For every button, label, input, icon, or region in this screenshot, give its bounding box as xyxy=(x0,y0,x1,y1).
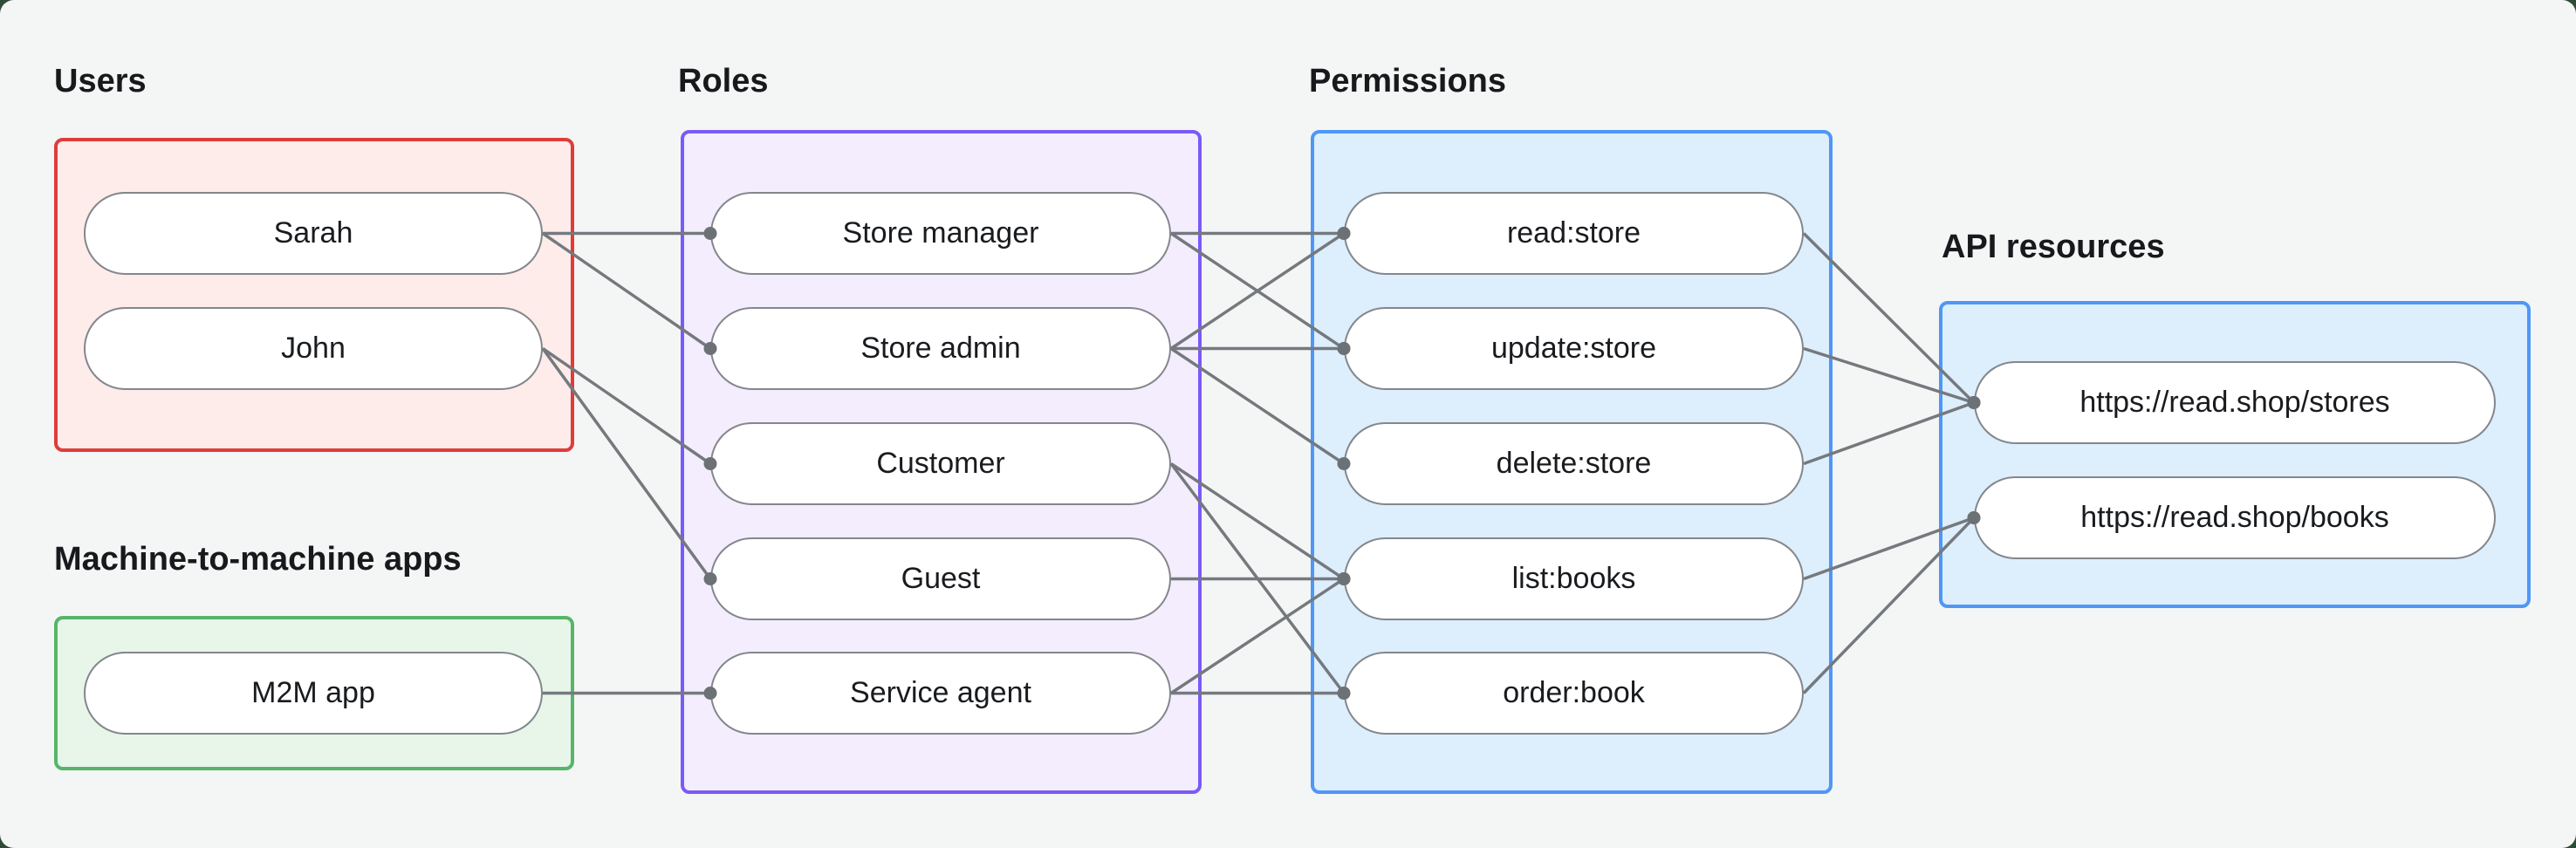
node-m2m-app: M2M app xyxy=(84,652,543,735)
node-list-books: list:books xyxy=(1344,537,1804,620)
node-guest: Guest xyxy=(710,537,1171,620)
group-users-box xyxy=(54,138,574,452)
node-customer: Customer xyxy=(710,422,1171,505)
node-delete-store: delete:store xyxy=(1344,422,1804,505)
node-sarah: Sarah xyxy=(84,192,543,275)
group-permissions-title: Permissions xyxy=(1309,63,1506,99)
node-books: https://read.shop/books xyxy=(1974,476,2496,559)
node-service-agent: Service agent xyxy=(710,652,1171,735)
group-api-title: API resources xyxy=(1942,229,2165,265)
group-m2m-title: Machine-to-machine apps xyxy=(54,541,462,578)
group-roles-title: Roles xyxy=(678,63,769,99)
group-api-box xyxy=(1939,301,2531,608)
node-store-admin: Store admin xyxy=(710,307,1171,390)
group-users-title: Users xyxy=(54,63,147,99)
node-stores: https://read.shop/stores xyxy=(1974,361,2496,444)
node-john: John xyxy=(84,307,543,390)
node-order-book: order:book xyxy=(1344,652,1804,735)
node-store-manager: Store manager xyxy=(710,192,1171,275)
node-read-store: read:store xyxy=(1344,192,1804,275)
node-update-store: update:store xyxy=(1344,307,1804,390)
